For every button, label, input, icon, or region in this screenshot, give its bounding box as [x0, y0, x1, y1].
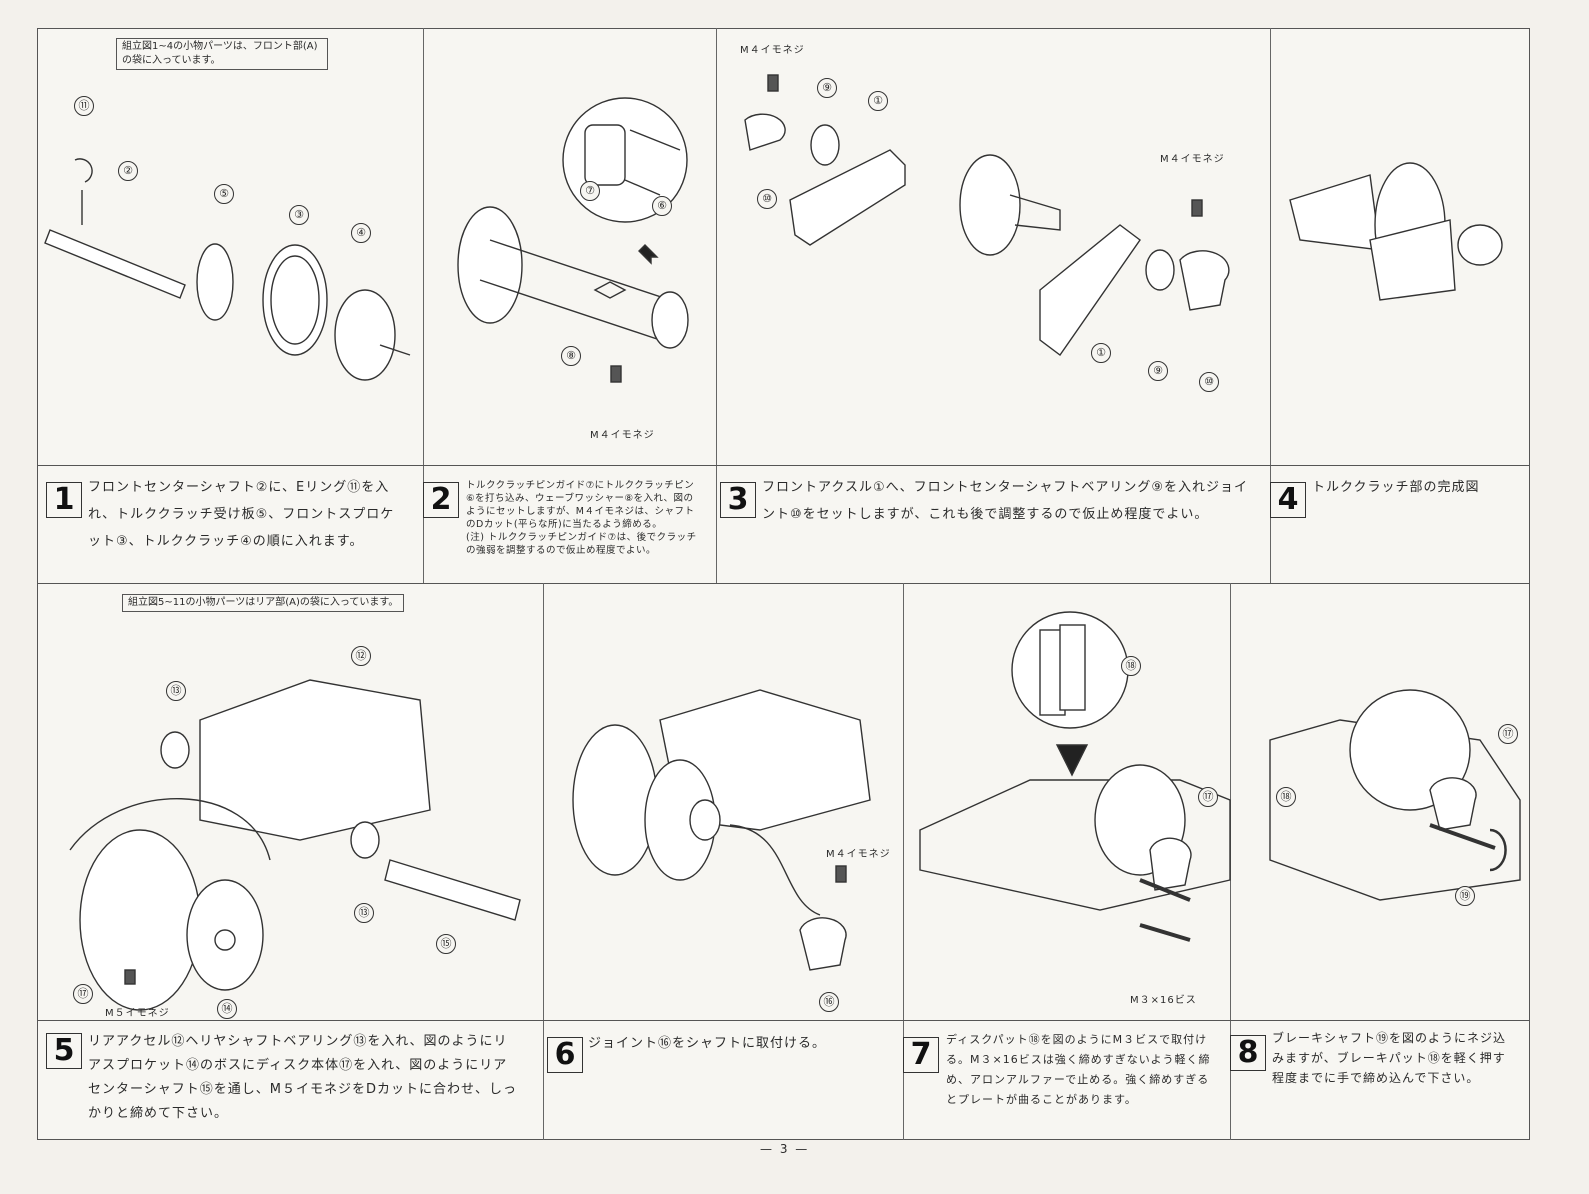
step-1-text: フロントセンターシャフト②に、Eリング⑪を入れ、トルククラッチ受け板⑤、フロント…: [88, 480, 395, 549]
callout-11: ⑪: [74, 96, 94, 116]
label-m4-setscrew: M４イモネジ: [590, 430, 655, 441]
callout-3: ③: [289, 205, 309, 225]
divider: [423, 465, 424, 583]
step-number: 7: [903, 1037, 939, 1073]
callout-4: ④: [351, 223, 371, 243]
label-m3x16-screw: M３×16ビス: [1130, 995, 1197, 1006]
label-m5-setscrew: M５イモネジ: [105, 1008, 170, 1019]
divider: [903, 583, 904, 1140]
step-number: 3: [720, 482, 756, 518]
step-4-text: トルククラッチ部の完成図: [1312, 480, 1480, 495]
step-2-body: トルククラッチピンガイド⑦にトルククラッチピン⑥を打ち込み、ウェーブワッシャー⑧…: [466, 480, 695, 530]
callout-14: ⑭: [217, 999, 237, 1019]
step-6-text: ジョイント⑯をシャフトに取付ける。: [588, 1036, 827, 1051]
step-2-note: (注) トルククラッチピンガイド⑦は、後でクラッチの強弱を調整するので仮止め程度…: [466, 532, 697, 556]
callout-10: ⑩: [757, 189, 777, 209]
divider: [423, 28, 424, 465]
callout-17: ⑰: [1498, 724, 1518, 744]
divider: [1270, 28, 1271, 583]
callout-15: ⑮: [436, 934, 456, 954]
page-number: — 3 —: [760, 1142, 810, 1156]
callout-9: ⑨: [1148, 361, 1168, 381]
callout-5: ⑤: [214, 184, 234, 204]
callout-19: ⑲: [1455, 886, 1475, 906]
divider: [37, 465, 1530, 466]
step-7-text: ディスクパット⑱を図のようにM３ビスで取付ける。M３×16ビスは強く締めすぎない…: [946, 1033, 1211, 1106]
callout-1: ①: [868, 91, 888, 111]
divider: [716, 28, 717, 583]
callout-6: ⑥: [652, 196, 672, 216]
callout-7: ⑦: [580, 181, 600, 201]
step-number: 6: [547, 1037, 583, 1073]
callout-8: ⑧: [561, 346, 581, 366]
parts-bag-note-front: 組立図1~4の小物パーツは、フロント部(A)の袋に入っています。: [116, 38, 328, 70]
step-number: 1: [46, 482, 82, 518]
callout-9: ⑨: [817, 78, 837, 98]
callout-12: ⑫: [351, 646, 371, 666]
callout-2: ②: [118, 161, 138, 181]
parts-bag-note-rear: 組立図5~11の小物パーツはリア部(A)の袋に入っています。: [122, 594, 405, 612]
callout-18: ⑱: [1276, 787, 1296, 807]
step-5-text: リアアクセル⑫ヘリヤシャフトベアリング⑬を入れ、図のようにリアスプロケット⑭のボ…: [88, 1034, 517, 1121]
label-m4-setscrew: M４イモネジ: [740, 45, 805, 56]
step-number: 8: [1230, 1035, 1266, 1071]
callout-16: ⑯: [819, 992, 839, 1012]
callout-13: ⑬: [166, 681, 186, 701]
divider: [543, 583, 544, 1140]
callout-17: ⑰: [73, 984, 93, 1004]
step-3-text: フロントアクスル①へ、フロントセンターシャフトベアリング⑨を入れジョイント⑩をセ…: [762, 480, 1249, 522]
step-number: 5: [46, 1033, 82, 1069]
callout-1: ①: [1091, 343, 1111, 363]
step-2-text: トルククラッチピンガイド⑦にトルククラッチピン⑥を打ち込み、ウェーブワッシャー⑧…: [466, 479, 701, 557]
step-number: 2: [423, 482, 459, 518]
callout-10: ⑩: [1199, 372, 1219, 392]
label-m4-setscrew: M４イモネジ: [826, 849, 891, 860]
divider: [37, 583, 1530, 584]
manual-page: [37, 28, 1530, 1140]
label-m4-setscrew: M４イモネジ: [1160, 154, 1225, 165]
divider: [37, 1020, 1530, 1021]
callout-17: ⑰: [1198, 787, 1218, 807]
callout-13: ⑬: [354, 903, 374, 923]
step-8-text: ブレーキシャフト⑲を図のようにネジ込みますが、ブレーキパット⑱を軽く押す程度まで…: [1272, 1031, 1507, 1085]
callout-18: ⑱: [1121, 656, 1141, 676]
step-number: 4: [1270, 482, 1306, 518]
